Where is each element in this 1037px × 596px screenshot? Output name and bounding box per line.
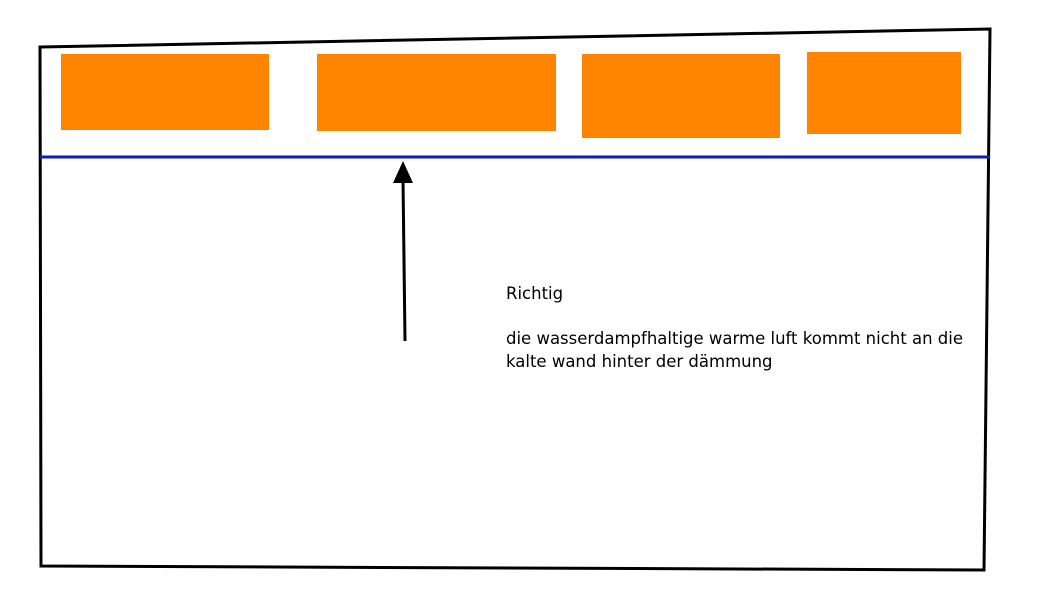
annotation-text-line-2: kalte wand hinter der dämmung (506, 352, 773, 371)
insulation-block-2 (317, 54, 556, 131)
arrow-shaft (401, 179, 407, 342)
insulation-block-4 (807, 52, 961, 134)
arrow-head-icon (393, 161, 413, 183)
annotation-text-line-1: die wasserdampfhaltige warme luft kommt … (506, 329, 963, 348)
insulation-block-1 (61, 54, 269, 130)
insulation-block-3 (582, 54, 780, 138)
annotation-title: Richtig (506, 284, 564, 303)
wall-outline (38, 27, 992, 572)
